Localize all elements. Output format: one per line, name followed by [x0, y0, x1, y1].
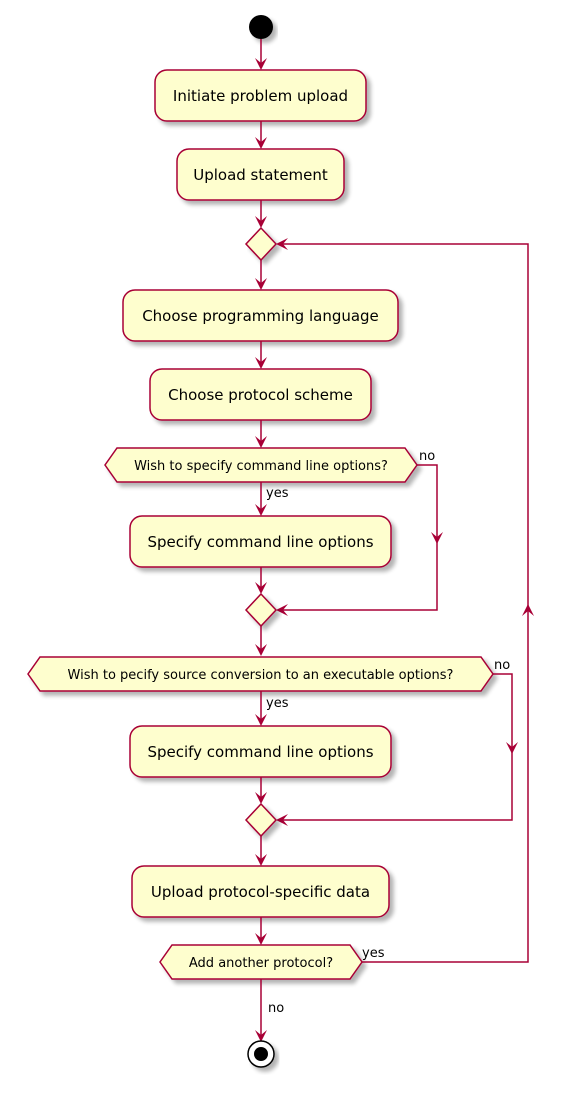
arrowhead	[255, 137, 267, 149]
arrowhead	[255, 504, 267, 516]
arrowhead	[255, 792, 267, 804]
branch-label-no: no	[494, 658, 510, 673]
arrowhead	[276, 814, 288, 826]
activity-label: Upload protocol-specific data	[151, 883, 370, 901]
condition-label: Wish to specify command line options?	[134, 459, 388, 474]
arrowhead	[255, 216, 267, 228]
condition-cmdline-options	[104, 447, 418, 483]
branch-label-yes: yes	[362, 946, 385, 961]
branch-label-no: no	[268, 1001, 284, 1016]
activity-label: Choose protocol scheme	[168, 386, 353, 404]
arrowhead	[506, 742, 518, 754]
condition-label: Wish to pecify source conversion to an e…	[68, 668, 454, 683]
arrowhead	[276, 238, 288, 250]
activity-label: Upload statement	[193, 166, 328, 184]
arrowhead	[276, 604, 288, 616]
condition-source-conversion	[27, 656, 494, 692]
branch-label-no: no	[419, 449, 435, 464]
branch-label-yes: yes	[266, 696, 289, 711]
activity-label: Specify command line options	[147, 533, 373, 551]
arrowhead	[255, 933, 267, 945]
end-node	[247, 1040, 275, 1068]
arrowhead	[255, 854, 267, 866]
activity-label: Initiate problem upload	[173, 87, 348, 105]
condition-add-protocol	[159, 944, 363, 980]
arrowhead	[255, 278, 267, 290]
arrowhead	[255, 714, 267, 726]
arrowhead	[255, 58, 267, 70]
activity-label: Specify command line options	[147, 743, 373, 761]
arrowhead	[255, 644, 267, 656]
arrowhead	[255, 582, 267, 594]
condition-label: Add another protocol?	[189, 956, 333, 971]
loop-merge-diamond	[244, 226, 278, 262]
arrowhead	[255, 436, 267, 448]
branch-label-yes: yes	[266, 486, 289, 501]
arrowhead	[431, 532, 443, 544]
flow-loop-back	[278, 243, 529, 963]
arrowhead	[255, 1030, 267, 1042]
merge-diamond-2	[244, 802, 278, 838]
merge-diamond-1	[244, 592, 278, 628]
start-node	[249, 15, 273, 39]
arrowhead	[255, 357, 267, 369]
arrowhead	[522, 604, 534, 616]
activity-label: Choose programming language	[142, 307, 379, 325]
